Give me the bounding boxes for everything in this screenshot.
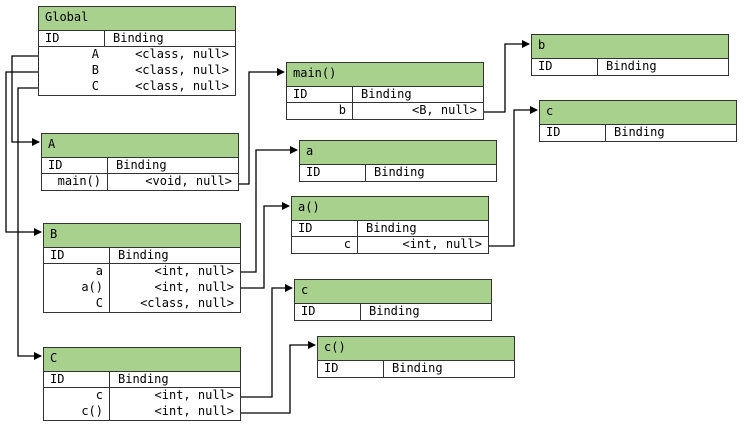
table-row: A <class, null> [39, 47, 235, 63]
binding-column-header: Binding [113, 31, 164, 45]
table-row: a <int, null> [44, 264, 240, 280]
arrow-a [241, 146, 298, 273]
row-id: C [44, 296, 110, 312]
binding-column-header: Binding [366, 221, 417, 235]
table-main: main() ID Binding b <B, null> [286, 62, 484, 120]
column-headers: ID Binding [540, 125, 736, 141]
arrow-global-b [5, 71, 42, 236]
column-headers: ID Binding [44, 372, 240, 388]
table-title: c [540, 101, 736, 125]
table-row: b <B, null> [287, 103, 483, 119]
row-id: B [91, 63, 99, 77]
table-title: a() [292, 197, 488, 221]
table-title: b [532, 35, 728, 59]
table-title: Global [39, 7, 235, 31]
row-id: C [91, 79, 99, 93]
id-column-header: ID [44, 372, 110, 387]
arrow-b [484, 40, 530, 113]
table-title: c() [318, 337, 514, 361]
row-binding: <class, null> [135, 79, 229, 93]
row-binding: <int, null> [154, 388, 234, 402]
table-c-scope-mid: c ID Binding [294, 279, 492, 321]
binding-column-header: Binding [392, 361, 443, 375]
table-title: C [44, 348, 240, 372]
table-row: c <int, null> [44, 388, 240, 404]
column-headers: ID Binding [42, 158, 238, 174]
binding-column-header: Binding [118, 248, 169, 262]
binding-column-header: Binding [118, 372, 169, 386]
row-binding: <class, null> [135, 47, 229, 61]
table-global: Global ID Binding A <class, null> B <class… [38, 6, 236, 96]
row-id: a() [44, 280, 110, 296]
column-headers: ID Binding [287, 87, 483, 103]
table-title: A [42, 134, 238, 158]
column-headers: ID Binding [295, 304, 491, 320]
table-row: c() <int, null> [44, 404, 240, 420]
row-binding: <B, null> [411, 103, 477, 117]
table-a: A ID Binding main() <void, null> [41, 133, 239, 191]
row-binding: <void, null> [145, 174, 232, 188]
row-id: main() [42, 174, 108, 190]
column-headers: ID Binding [44, 248, 240, 264]
row-id: b [287, 103, 353, 119]
table-c-scope-top: c ID Binding [539, 100, 737, 142]
id-column-header: ID [300, 165, 366, 181]
row-binding: <class, null> [140, 296, 234, 310]
table-title: c [295, 280, 491, 304]
id-column-header: ID [292, 221, 358, 236]
row-id: c() [44, 404, 110, 420]
column-headers: ID Binding [39, 31, 235, 47]
table-title: main() [287, 63, 483, 87]
binding-column-header: Binding [369, 304, 420, 318]
arrow-c-fn [241, 341, 316, 414]
binding-column-header: Binding [116, 158, 167, 172]
table-title: a [300, 141, 496, 165]
row-binding: <int, null> [154, 264, 234, 278]
table-title: B [44, 224, 240, 248]
table-row: a() <int, null> [44, 280, 240, 296]
id-column-header: ID [532, 59, 598, 75]
arrow-a-fn [241, 202, 290, 289]
column-headers: ID Binding [300, 165, 496, 181]
id-column-header: ID [318, 361, 384, 377]
table-b-scope: b ID Binding [531, 34, 729, 76]
row-binding: <class, null> [135, 63, 229, 77]
id-column-header: ID [540, 125, 606, 141]
table-b: B ID Binding a <int, null> a() <int, null>… [43, 223, 241, 313]
binding-column-header: Binding [614, 125, 665, 139]
row-binding: <int, null> [402, 237, 482, 251]
arrow-global-c [17, 87, 42, 360]
arrow-c-top [489, 106, 538, 247]
binding-column-header: Binding [606, 59, 657, 73]
binding-column-header: Binding [361, 87, 412, 101]
row-id: A [91, 47, 99, 61]
id-column-header: ID [287, 87, 353, 102]
column-headers: ID Binding [532, 59, 728, 75]
table-row: c <int, null> [292, 237, 488, 253]
id-column-header: ID [295, 304, 361, 320]
row-id: a [44, 264, 110, 280]
table-row: B <class, null> [39, 63, 235, 79]
arrow-main [239, 68, 285, 185]
table-a-fn: a() ID Binding c <int, null> [291, 196, 489, 254]
column-headers: ID Binding [292, 221, 488, 237]
binding-column-header: Binding [374, 165, 425, 179]
table-row: main() <void, null> [42, 174, 238, 190]
table-a-scope: a ID Binding [299, 140, 497, 182]
column-headers: ID Binding [318, 361, 514, 377]
table-row: C <class, null> [39, 79, 235, 95]
row-binding: <int, null> [154, 404, 234, 418]
table-c-fn: c() ID Binding [317, 336, 515, 378]
arrow-global-a [11, 55, 40, 146]
id-column-header: ID [42, 158, 108, 173]
arrow-c-mid [241, 284, 293, 398]
id-column-header: ID [44, 248, 110, 263]
table-c: C ID Binding c <int, null> c() <int, null> [43, 347, 241, 421]
row-binding: <int, null> [154, 280, 234, 294]
id-column-header: ID [39, 31, 105, 46]
row-id: c [44, 388, 110, 404]
row-id: c [292, 237, 358, 253]
table-row: C <class, null> [44, 296, 240, 312]
